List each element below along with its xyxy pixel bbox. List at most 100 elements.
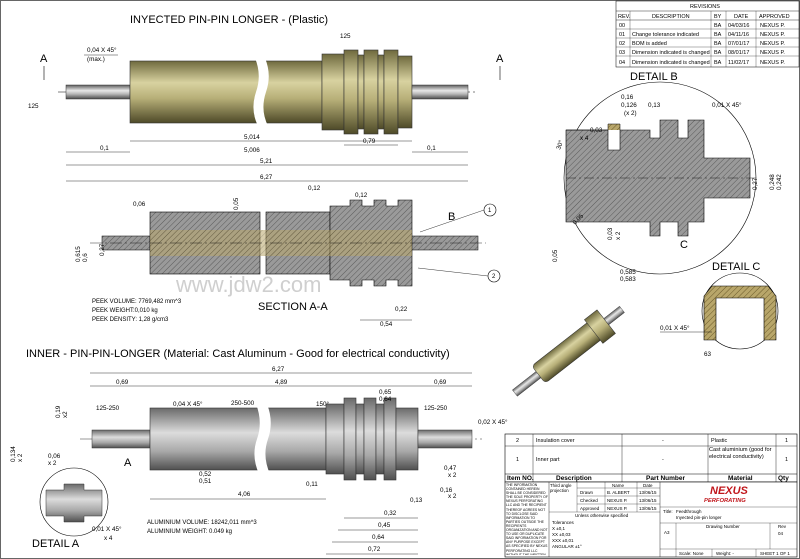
detail-b-dim-x2: (x 2)	[624, 110, 637, 117]
rev-row-1-desc: Change tolerance indicated	[632, 32, 699, 38]
rev-header-date: DATE	[734, 14, 749, 20]
inner-dim-0-72: 0,72	[368, 546, 381, 553]
rev-row-2-approved: NEXUS P.	[760, 41, 785, 47]
inner-chamfer-right: 0,02 X 45°	[478, 418, 508, 426]
detail-b-dim-0-16: 0,16	[621, 94, 634, 101]
inner-chamfer: 0,04 X 45°	[173, 400, 203, 408]
bom-header-description: Description	[556, 475, 592, 482]
section-aa-title: SECTION A-A	[258, 301, 328, 313]
inner-dim-0-51: 0,51	[199, 478, 212, 485]
detail-b-dim-0-03: 0,03	[590, 127, 603, 134]
detail-b-title: DETAIL B	[630, 71, 678, 83]
dim-chamfer-max: (max.)	[87, 56, 105, 63]
balloon-2[interactable]: 2	[492, 274, 496, 280]
inner-dim-0-19-x2: x2	[62, 411, 69, 418]
detail-b-dim-0-583: 0,583	[620, 276, 636, 283]
detail-b-dim-chamfer: 0,01 X 45°	[712, 101, 742, 109]
tb-drawn-label: Drawn	[580, 490, 594, 495]
rev-header-by: BY	[714, 14, 722, 20]
detail-a-marker: A	[124, 457, 132, 469]
inner-dim-0-06: 0,06	[48, 453, 61, 460]
rev-row-4-date: 11/02/17	[728, 60, 749, 66]
detail-a-x4: x 4	[104, 535, 113, 542]
dim-5-006: 5,006	[244, 147, 260, 154]
rev-header-description: DESCRIPTION	[652, 14, 690, 20]
tb-date-col: Date	[643, 483, 653, 488]
detail-c-marker: C	[680, 239, 688, 251]
title-block: THE INFORMATION CONTAINED HEREIN SHALL B…	[504, 481, 798, 558]
tb-approved-date: 13/06/15	[639, 506, 657, 511]
tb-tol-title: Tolerances	[552, 520, 575, 525]
rev-row-4-by: BA	[714, 60, 722, 66]
tb-title-label: Title:	[663, 509, 673, 514]
tb-approved-name: NEXUS P.	[607, 506, 627, 511]
nexus-logo-sub: PERFORATING	[704, 498, 746, 504]
tb-scale: Scale: None	[679, 551, 704, 556]
inner-dim-0-64: 0,64	[379, 396, 392, 403]
tb-drawn-name: B. ALBERT	[607, 490, 630, 495]
inner-dim-4-89: 4,89	[275, 379, 288, 386]
dim-0-1-left: 0,1	[100, 145, 109, 152]
sec-dim-0-615: 0,615	[75, 246, 82, 262]
section-mark-right: A	[496, 53, 504, 65]
inner-dim-0-69a: 0,69	[116, 379, 129, 386]
detail-a-title: DETAIL A	[32, 538, 80, 550]
inner-dim-0-69b: 0,69	[434, 379, 447, 386]
inner-150deg: 150°	[316, 400, 330, 408]
dim-0-1-right: 0,1	[427, 145, 436, 152]
rev-row-2-date: 07/01/17	[728, 41, 749, 47]
tb-rev-value: 04	[778, 531, 784, 536]
inner-pin-left	[91, 429, 151, 449]
balloon-1[interactable]: 1	[488, 208, 492, 214]
rev-row-4-rev: 04	[619, 60, 625, 66]
bom-row-2-desc: Insulation cover	[536, 438, 575, 444]
tb-title-value2: Inyected pin-pin longer	[676, 515, 722, 520]
detail-b: DETAIL B 0,16 0,126 (x 2) 0,13 0,01 X 45…	[552, 71, 783, 283]
detail-a-chamfer: 0,01 X 45°	[92, 525, 122, 533]
tb-drawn-date: 13/06/15	[639, 490, 657, 495]
dim-0-79: 0,79	[363, 138, 376, 145]
rev-header-rev: REV.	[618, 14, 631, 20]
detail-c-chamfer: 0,01 X 45°	[660, 324, 690, 332]
tb-tol-1: X ±0,1	[552, 526, 565, 531]
detail-b-dim-0-248: 0,248	[769, 174, 776, 190]
inner-dim-6-27: 6,27	[272, 366, 285, 373]
detail-b-dim-0-05b: 0,05	[552, 249, 559, 262]
sec-dim-0-12b: 0,12	[355, 192, 368, 199]
rev-row-2-rev: 02	[619, 41, 625, 47]
peek-weight: PEEK WEIGHT:0,010 kg	[92, 308, 158, 314]
bom-row-1-material: Cast aluminium (good for electrical cond…	[709, 447, 772, 460]
inner-body	[149, 407, 327, 471]
watermark: www.jdw2.com	[175, 272, 321, 297]
sec-dim-0-22: 0,22	[395, 306, 408, 313]
dim-5-21: 5,21	[260, 158, 273, 165]
rev-row-3-approved: NEXUS P.	[760, 50, 785, 56]
rev-row-1-approved: NEXUS P.	[760, 32, 785, 38]
bom-header-part: Part Number	[646, 475, 685, 482]
rev-header-approved: APPROVED	[759, 14, 790, 20]
sec-dim-0-54: 0,54	[380, 321, 393, 328]
inner-dim-0-47: 0,47	[444, 465, 457, 472]
section-aa: 1 2 B 0,12 0,12 0,06 0,05 0,615 0,6 0,27…	[75, 185, 501, 328]
rev-row-2-by: BA	[714, 41, 722, 47]
top-view-title: INYECTED PIN-PIN LONGER - (Plastic)	[130, 14, 328, 26]
pin-left	[65, 84, 131, 100]
revisions-title: REVISIONS	[690, 4, 720, 10]
tb-tol-4: ANGULAR ±1°	[552, 544, 582, 549]
body-cylinder	[129, 60, 323, 124]
bom-row-2-qty: 1	[785, 438, 788, 444]
dim-roughness-left: 125	[28, 103, 39, 110]
bom-row-1-desc: Inner part	[536, 457, 560, 463]
rev-row-0-by: BA	[714, 23, 722, 29]
bom-row-2-part: -	[662, 438, 664, 444]
alu-volume: ALUMINIUM VOLUME: 18242,011 mm^3	[147, 520, 257, 526]
isometric-view	[512, 305, 625, 397]
detail-b-dim-0-126: 0,126	[621, 102, 637, 109]
rev-row-0-date: 04/03/16	[728, 23, 749, 29]
inner-dim-0-13: 0,13	[410, 497, 423, 504]
bom-row-2-item: 2	[516, 438, 519, 444]
tb-tol-3: XXX ±0,01	[552, 538, 574, 543]
rev-row-1-by: BA	[714, 32, 722, 38]
alu-weight: ALUMINIUM WEIGHT: 0.049 kg	[147, 529, 232, 535]
bom-row-2-material: Plastic	[711, 438, 727, 444]
